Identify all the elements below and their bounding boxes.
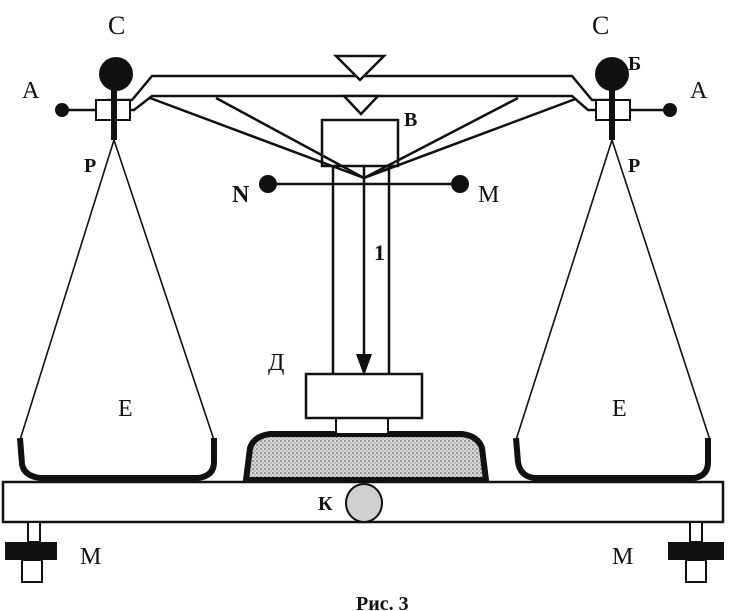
pan-right — [513, 437, 711, 481]
label-a-left: А — [22, 78, 40, 104]
label-b: Б — [628, 53, 641, 75]
level-bubble — [345, 483, 383, 523]
scale-block — [304, 372, 424, 420]
support-prism — [341, 94, 381, 116]
foot-left — [5, 521, 57, 583]
label-k: К — [318, 493, 333, 515]
label-n: N — [232, 182, 250, 208]
label-c-left: С — [108, 11, 125, 40]
beam-truss — [149, 96, 579, 180]
pointer-arrow — [356, 160, 372, 376]
central-column — [331, 166, 391, 435]
pan-left — [17, 437, 217, 481]
right-end-assembly — [595, 57, 677, 140]
label-e-right: Е — [612, 396, 627, 422]
foot-right — [668, 521, 724, 583]
pan-strings — [19, 139, 711, 441]
figure-caption: Рис. 3 — [356, 593, 409, 611]
label-c-right: С — [592, 11, 609, 40]
label-d: Д — [268, 350, 284, 376]
label-one: 1 — [374, 240, 385, 265]
label-m-right: М — [612, 544, 633, 570]
label-m-pointer: М — [478, 182, 499, 208]
balance-rod — [259, 175, 469, 193]
label-p-left: Р — [84, 155, 96, 177]
label-m-left: М — [80, 544, 101, 570]
label-a-right: А — [690, 78, 708, 104]
label-e-left: Е — [118, 396, 133, 422]
left-end-assembly — [55, 57, 133, 140]
block-v — [320, 118, 400, 168]
label-v: В — [404, 109, 417, 131]
label-p-right: Р — [628, 155, 640, 177]
top-prism — [332, 54, 388, 82]
pedestal — [242, 431, 490, 483]
